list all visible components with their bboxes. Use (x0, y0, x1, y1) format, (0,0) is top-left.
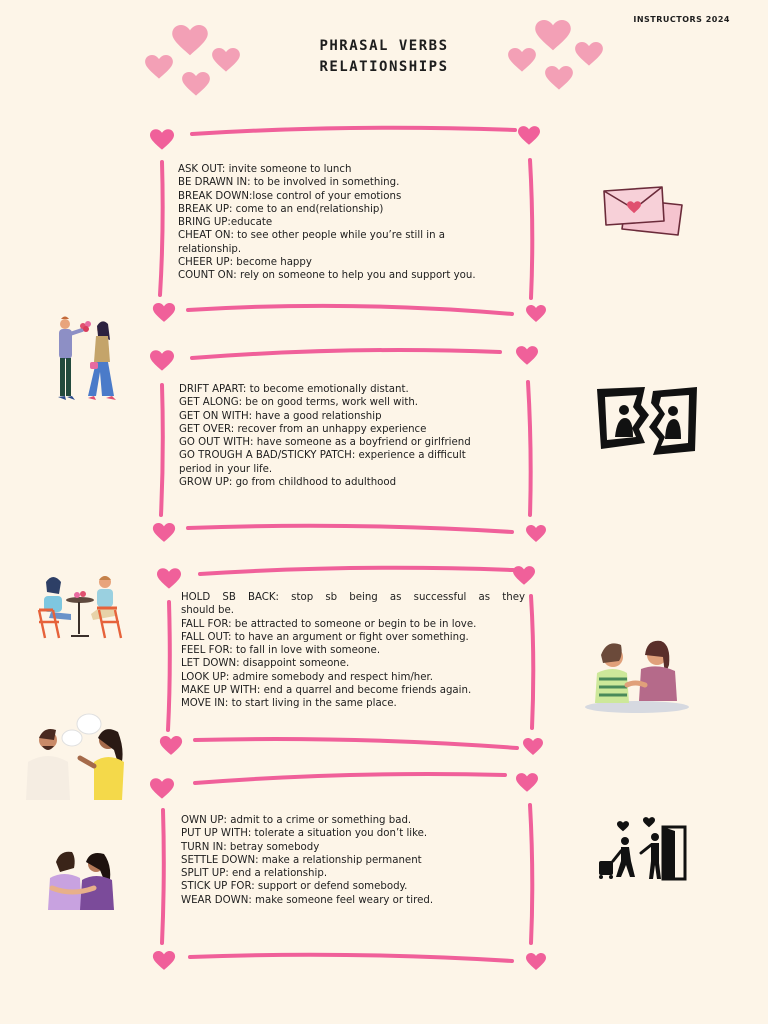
phrasal-box-3: HOLD SB BACK: stop sb being as successfu… (155, 560, 550, 760)
phrasal-entry: SETTLE DOWN: make a relationship permane… (181, 854, 422, 866)
phrasal-entry: FEEL FOR: to fall in love with someone. (181, 645, 381, 657)
phrasal-entry: GET ALONG: be on good terms, work well w… (179, 397, 419, 409)
comforting-friends-illustration (585, 640, 689, 713)
box-3-text: HOLD SB BACK: stop sb being as successfu… (181, 591, 525, 711)
page-title: PHRASAL VERBS RELATIONSHIPS (0, 36, 768, 78)
envelope-heart-icon (603, 186, 683, 236)
phrasal-entry: GO TROUGH A BAD/STICKY PATCH: experience… (179, 450, 466, 462)
box-2-frame (150, 346, 546, 542)
leaving-home-icon (599, 817, 687, 881)
cafe-date-illustration (37, 576, 123, 639)
hearts-cluster-left (145, 25, 240, 96)
phrasal-entry: period in your life. (179, 463, 273, 475)
phrasal-entry: should be. (181, 605, 234, 617)
phrasal-entry: CHEER UP: become happy (178, 257, 312, 269)
phrasal-entry: MOVE IN: to start living in the same pla… (181, 698, 397, 710)
phrasal-entry: GET ON WITH: have a good relationship (179, 410, 382, 422)
title-line-1: PHRASAL VERBS (319, 38, 449, 54)
phrasal-entry: ASK OUT: invite someone to lunch (178, 164, 352, 175)
phrasal-entry: BRING UP:educate (178, 217, 273, 229)
phrasal-entry: relationship. (178, 243, 242, 255)
title-line-2: RELATIONSHIPS (319, 59, 449, 75)
box-4-frame (150, 772, 546, 970)
phrasal-entry: MAKE UP WITH: end a quarrel and become f… (181, 685, 472, 697)
box-2-text: DRIFT APART: to become emotionally dista… (179, 383, 529, 489)
box-1-frame (150, 125, 546, 322)
box-1-text: ASK OUT: invite someone to lunch BE DRAW… (178, 163, 528, 283)
phrasal-entry: GO OUT WITH: have someone as a boyfriend… (179, 437, 471, 449)
phrasal-entry: TURN IN: betray somebody (181, 841, 320, 853)
couple-flowers-illustration (58, 316, 116, 400)
phrasal-entry: CHEAT ON: to see other people while you’… (178, 230, 446, 242)
phrasal-entry: BREAK DOWN:lose control of your emotions (178, 190, 402, 202)
phrasal-entry: FALL FOR: be attracted to someone or beg… (181, 618, 477, 630)
phrasal-entry: SPLIT UP: end a relationship. (181, 868, 328, 880)
chatting-couple-illustration (26, 713, 124, 800)
box-4-text: OWN UP: admit to a crime or something ba… (181, 814, 531, 907)
phrasal-entry: WEAR DOWN: make someone feel weary or ti… (181, 894, 434, 906)
phrasal-entry: GET OVER: recover from an unhappy experi… (179, 423, 427, 435)
phrasal-box-2: DRIFT APART: to become emotionally dista… (150, 340, 546, 545)
phrasal-entry: LOOK UP: admire somebody and respect him… (181, 671, 434, 683)
phrasal-box-4: OWN UP: admit to a crime or something ba… (150, 765, 550, 975)
phrasal-entry: HOLD SB BACK: stop sb being as successfu… (181, 592, 525, 603)
phrasal-entry: PUT UP WITH: tolerate a situation you do… (181, 828, 428, 840)
box-3-frame (157, 565, 543, 755)
phrasal-entry: STICK UP FOR: support or defend somebody… (181, 881, 408, 893)
brand-label: INSTRUCTORS 2024 (633, 15, 730, 24)
phrasal-box-1: ASK OUT: invite someone to lunch BE DRAW… (150, 120, 546, 325)
phrasal-entry: BE DRAWN IN: to be involved in something… (178, 177, 400, 189)
phrasal-entry: GROW UP: go from childhood to adulthood (179, 477, 397, 489)
phrasal-entry: DRIFT APART: to become emotionally dista… (179, 384, 409, 395)
hugging-women-illustration (48, 851, 114, 910)
phrasal-entry: OWN UP: admit to a crime or something ba… (181, 815, 412, 826)
phrasal-entry: LET DOWN: disappoint someone. (181, 658, 350, 670)
hearts-cluster-right (508, 20, 603, 90)
phrasal-entry: COUNT ON: rely on someone to help you an… (178, 270, 476, 282)
torn-photo-icon (597, 387, 697, 455)
phrasal-entry: FALL OUT: to have an argument or fight o… (181, 631, 469, 643)
phrasal-entry: BREAK UP: come to an end(relationship) (178, 203, 384, 215)
